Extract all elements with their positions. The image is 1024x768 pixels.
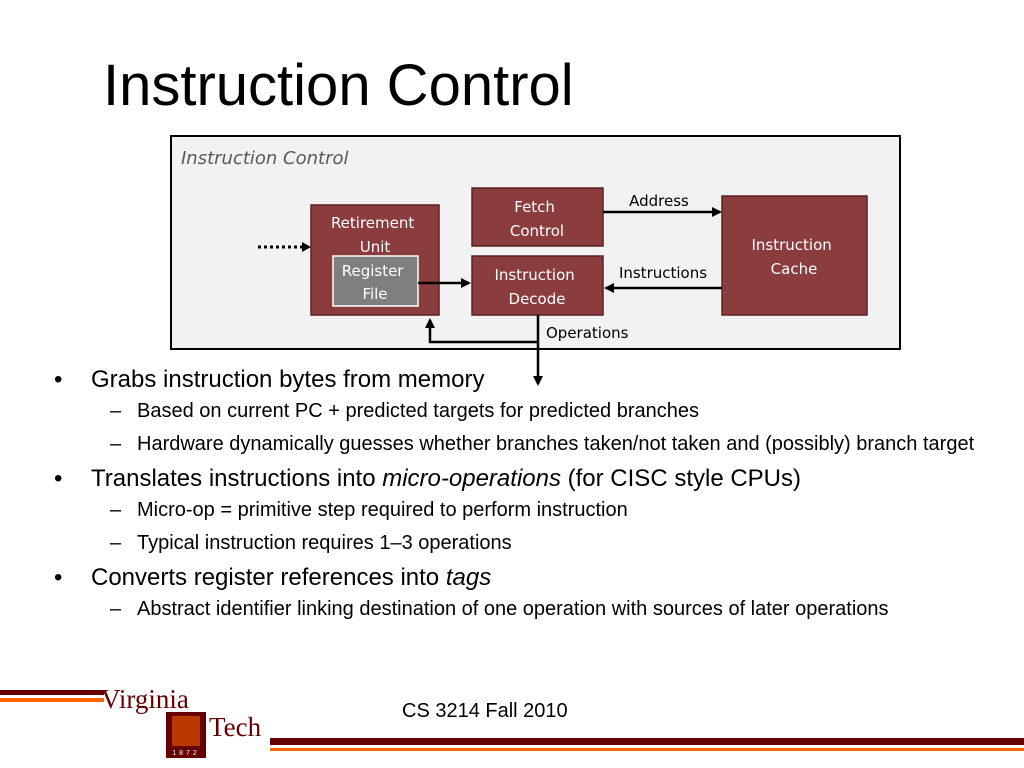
register-file-box xyxy=(332,255,419,307)
footer-band-maroon xyxy=(270,738,1024,745)
instructions-label: Instructions xyxy=(619,264,707,282)
register-file-label: Register File xyxy=(342,262,409,303)
address-label: Address xyxy=(629,192,689,210)
bullet-text: Grabs instruction bytes from memory xyxy=(91,366,484,393)
sub-bullet-mark: – xyxy=(110,532,122,554)
sub-bullet-mark: – xyxy=(110,433,122,455)
bullet-text-part: Grabs instruction bytes from memory xyxy=(91,366,485,393)
bullet-text-part: Translates instructions into xyxy=(91,465,383,492)
sub-bullet-mark: – xyxy=(110,499,122,521)
footer-band-orange xyxy=(270,748,1024,751)
sub-bullet-item: –Based on current PC + predicted targets… xyxy=(91,398,990,425)
sub-bullet-mark: – xyxy=(110,400,122,422)
logo-year: 1872 xyxy=(172,750,200,757)
bullet-item: • Grabs instruction bytes from memory –Bas… xyxy=(50,365,990,458)
footer-decoration: Virginia 1872 Tech xyxy=(0,684,1024,758)
footer-band-maroon-top xyxy=(0,690,104,695)
bullet-item: • Translates instructions into micro-oper… xyxy=(50,464,990,557)
bullet-list: •Grabs instruction bytes from memory–Bas… xyxy=(50,362,990,629)
slide-title: Instruction Control xyxy=(103,53,574,118)
sub-bullet-text: Hardware dynamically guesses whether bra… xyxy=(137,433,975,455)
footer-band-orange-top xyxy=(0,698,104,702)
logo-virginia: Virginia xyxy=(101,684,189,714)
fetch-control-box xyxy=(471,187,604,247)
bullet-mark: • xyxy=(54,465,63,492)
sub-bullet-list: –Based on current PC + predicted targets… xyxy=(91,398,990,458)
bullet-text: Converts register references into tags xyxy=(91,564,491,591)
fetch-control-label: Fetch Control xyxy=(510,198,564,240)
sub-bullet-list: –Abstract identifier linking destination… xyxy=(91,596,990,623)
bullet-text: Translates instructions into micro-opera… xyxy=(91,465,801,492)
footer-course: CS 3214 Fall 2010 xyxy=(402,700,568,722)
sub-bullet-item: –Typical instruction requires 1–3 operat… xyxy=(91,530,990,557)
sub-bullet-item: –Abstract identifier linking destination… xyxy=(91,596,990,623)
panel-label: Instruction Control xyxy=(181,148,349,169)
sub-bullet-item: –Micro-op = primitive step required to p… xyxy=(91,497,990,524)
sub-bullet-text: Abstract identifier linking destination … xyxy=(137,598,889,620)
input-dotted-arrowhead xyxy=(302,242,311,252)
sub-bullet-text: Typical instruction requires 1–3 operati… xyxy=(137,532,512,554)
sub-bullet-mark: – xyxy=(110,598,122,620)
instruction-cache-label: Instruction Cache xyxy=(751,236,836,278)
bullet-mark: • xyxy=(54,564,63,591)
logo-shield-inner xyxy=(172,716,200,746)
bullet-item: • Converts register references into tags –… xyxy=(50,563,990,623)
operations-label: Operations xyxy=(546,324,629,342)
retirement-unit-label: Retirement Unit xyxy=(331,214,419,256)
sub-bullet-text: Based on current PC + predicted targets … xyxy=(137,400,699,422)
bullet-text-part: Converts register references into xyxy=(91,564,446,591)
instruction-decode-label: Instruction Decode xyxy=(494,266,579,308)
instruction-decode-box xyxy=(471,255,604,316)
bullet-mark: • xyxy=(54,366,63,393)
bullet-text-emphasis: micro-operations xyxy=(382,465,561,492)
bullet-text-part: (for CISC style CPUs) xyxy=(560,465,801,492)
sub-bullet-item: –Hardware dynamically guesses whether br… xyxy=(91,431,990,458)
instruction-cache-box xyxy=(721,195,868,316)
sub-bullet-text: Micro-op = primitive step required to pe… xyxy=(137,499,628,521)
bullet-text-emphasis: tags xyxy=(445,564,492,591)
instruction-control-diagram: Instruction Control Retirement Unit Regi… xyxy=(170,135,901,386)
sub-bullet-list: –Micro-op = primitive step required to p… xyxy=(91,497,990,557)
operations-feedback-arrow xyxy=(425,318,538,344)
logo-tech: Tech xyxy=(209,712,262,742)
